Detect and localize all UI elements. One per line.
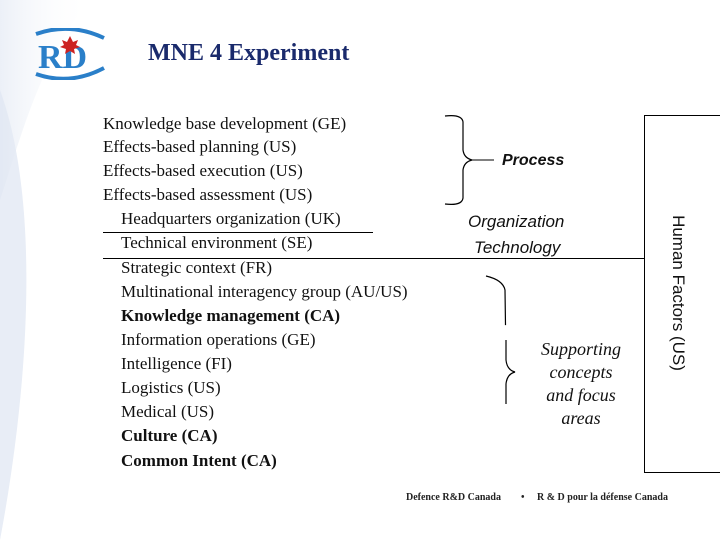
list-item: Medical (US) bbox=[121, 402, 215, 421]
logo-text: RD bbox=[38, 39, 87, 76]
supporting-line: Supporting bbox=[540, 339, 621, 359]
supporting-line: concepts bbox=[549, 362, 613, 382]
list-item: Culture (CA) bbox=[121, 426, 218, 445]
human-factors-label: Human Factors (US) bbox=[669, 215, 688, 371]
list-item: Effects-based execution (US) bbox=[103, 161, 303, 180]
organization-label: Organization bbox=[468, 212, 565, 231]
divider-line bbox=[103, 232, 373, 233]
technology-label: Technology bbox=[474, 238, 561, 257]
human-factors-box bbox=[644, 115, 720, 473]
list-item: Headquarters organization (UK) bbox=[121, 209, 341, 228]
process-label: Process bbox=[502, 152, 565, 169]
list-item: Technical environment (SE) bbox=[121, 233, 313, 252]
list-item: Logistics (US) bbox=[121, 378, 221, 397]
list-item: Common Intent (CA) bbox=[121, 451, 277, 470]
list-item: Knowledge management (CA) bbox=[121, 306, 341, 325]
list-item: Effects-based assessment (US) bbox=[103, 185, 313, 204]
footer-right: R & D pour la défense Canada bbox=[537, 492, 668, 503]
list-item: Intelligence (FI) bbox=[121, 354, 232, 373]
footer-left: Defence R&D Canada bbox=[406, 492, 501, 503]
rd-logo: RD bbox=[35, 28, 105, 80]
supporting-concepts-label: Supporting concepts and focus areas bbox=[522, 338, 640, 430]
list-item: Information operations (GE) bbox=[121, 330, 316, 349]
list-item: Strategic context (FR) bbox=[121, 258, 273, 277]
supporting-line: and focus bbox=[546, 385, 616, 405]
list-item: Effects-based planning (US) bbox=[103, 137, 297, 156]
supporting-line: areas bbox=[561, 408, 601, 428]
page-title: MNE 4 Experiment bbox=[148, 40, 350, 66]
list-item: Knowledge base development (GE) bbox=[103, 114, 347, 133]
divider-line bbox=[103, 258, 644, 259]
list-item: Multinational interagency group (AU/US) bbox=[121, 282, 408, 301]
footer-separator: • bbox=[521, 492, 525, 503]
